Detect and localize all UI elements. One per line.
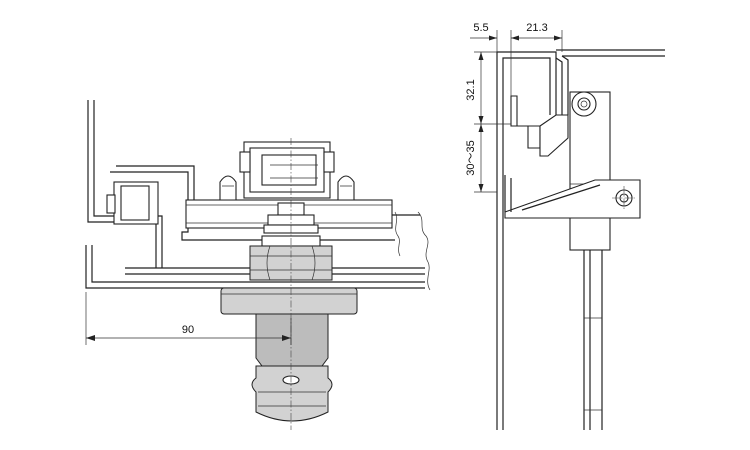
dim-label-5-5: 5.5	[473, 22, 488, 34]
dim-label-21-3: 21.3	[526, 22, 547, 34]
latch-hook	[510, 55, 569, 157]
cylinder-lock	[220, 287, 358, 422]
dimension-top: 5.5 21.3	[470, 22, 563, 96]
latch-rod	[583, 250, 603, 430]
dim-label-30-35: 30～35	[465, 140, 477, 175]
dim-label-32-1: 32.1	[465, 79, 477, 100]
latch-lever	[504, 91, 641, 251]
dimension-vertical: 32.1 30～35	[465, 51, 511, 193]
frame-profile	[496, 49, 665, 430]
left-view: 90	[85, 100, 431, 430]
roller-carriage	[106, 141, 355, 225]
right-view: 5.5 21.3 32.1 30～35	[465, 22, 665, 430]
dim-label-90: 90	[182, 324, 194, 336]
dimension-90: 90	[85, 292, 292, 345]
